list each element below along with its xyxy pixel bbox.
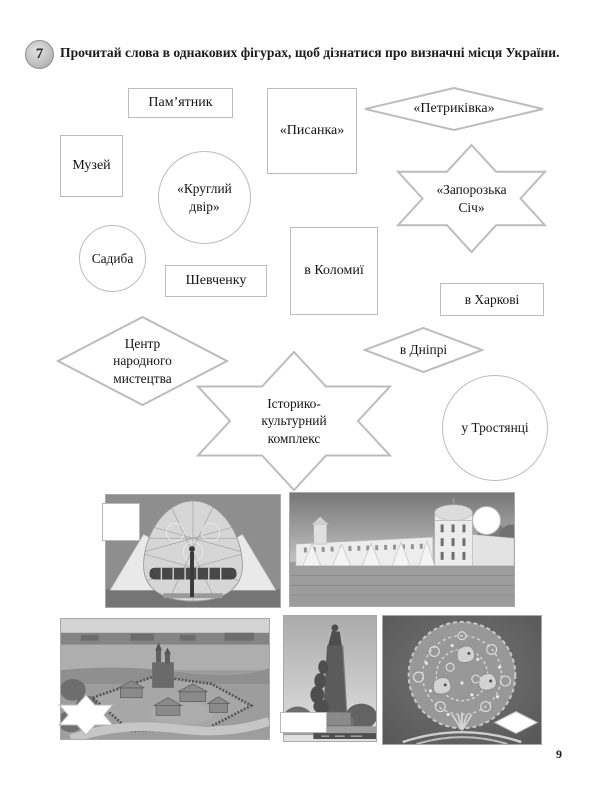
shape-circle-round-court: «Круглий двір»: [158, 151, 251, 244]
photo-marker-circle-icon: [472, 506, 501, 535]
shape-rect-shevchenku: Шевченку: [165, 265, 267, 297]
shape-label: в Коломиї: [304, 262, 364, 278]
shape-square-pysanka: «Писанка»: [267, 88, 357, 174]
shape-label: Шевченку: [185, 272, 247, 288]
photo-marker-square-icon: [102, 503, 140, 541]
shape-label: Музей: [72, 157, 111, 173]
shape-label: «Писанка»: [279, 122, 345, 138]
shape-diamond-petrykivka: [364, 86, 544, 132]
photo-marker-star-icon: [58, 694, 114, 736]
shape-label: у Тростянці: [461, 420, 529, 436]
shape-rect-kharkiv: в Харкові: [440, 283, 544, 316]
shape-rect-monument: Пам’ятник: [128, 88, 233, 118]
shape-label: Садиба: [91, 250, 134, 266]
shape-diamond-dnipro: [363, 326, 484, 374]
shape-label: Пам’ятник: [148, 94, 213, 110]
shape-square-kolomyia: в Коломиї: [290, 227, 378, 315]
exercise-number-badge: 7: [25, 40, 54, 69]
page-number: 9: [556, 747, 562, 761]
exercise-number: 7: [35, 46, 44, 62]
shape-diamond-folk-art-center: [56, 315, 229, 407]
shape-label: «Круглий двір»: [177, 181, 232, 214]
photo-round-court-fortress: [289, 492, 515, 607]
exercise-instruction: Прочитай слова в однакових фігурах, щоб …: [60, 45, 560, 60]
photo-marker-diamond-icon: [493, 710, 539, 735]
photo-marker-rectangle-icon: [280, 712, 327, 733]
shape-star-history-complex: [196, 350, 392, 492]
shape-square-museum: Музей: [60, 135, 123, 197]
shape-star-zaporozka-sich: [396, 143, 547, 254]
shape-circle-trostianets: у Тростянці: [442, 375, 548, 481]
shape-label: в Харкові: [464, 291, 520, 307]
shape-circle-sadyba: Садиба: [79, 225, 146, 292]
